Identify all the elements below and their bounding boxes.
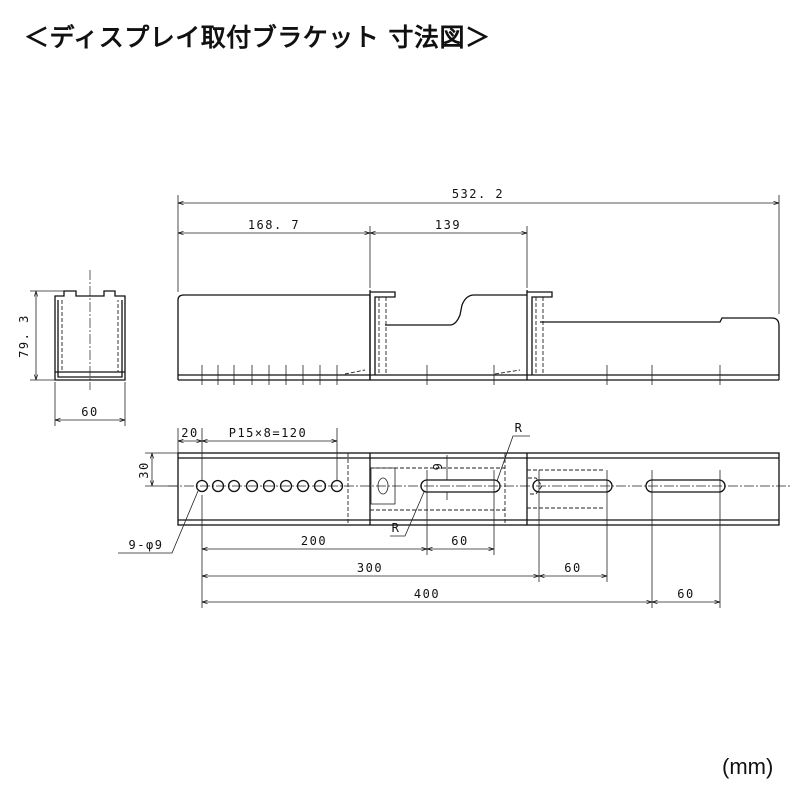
dim-30: 30 — [137, 461, 151, 478]
dim-pitch: P15×8=120 — [229, 426, 308, 440]
dim-width: 60 — [81, 405, 98, 419]
dim-60-b: 60 — [564, 561, 581, 575]
dim-300: 300 — [357, 561, 383, 575]
dim-60-a: 60 — [451, 534, 468, 548]
plan-view — [118, 428, 790, 608]
end-view — [30, 270, 126, 426]
unit-label: (mm) — [722, 754, 774, 779]
dim-total-length: 532. 2 — [452, 187, 504, 201]
label-radius-bottom: R — [392, 521, 401, 535]
dim-slot-9: 9 — [431, 462, 445, 471]
dim-60-c: 60 — [677, 587, 694, 601]
dim-400: 400 — [414, 587, 440, 601]
dim-168-7: 168. 7 — [248, 218, 300, 232]
label-radius-top: R — [515, 421, 524, 435]
side-view — [177, 195, 780, 385]
label-holes: 9-φ9 — [129, 538, 164, 552]
dim-height: 79. 3 — [17, 314, 31, 358]
dim-20: 20 — [181, 426, 198, 440]
dim-139: 139 — [435, 218, 461, 232]
dim-200: 200 — [301, 534, 327, 548]
drawing-title: ＜ディスプレイ取付ブラケット 寸法図＞ — [24, 23, 491, 52]
